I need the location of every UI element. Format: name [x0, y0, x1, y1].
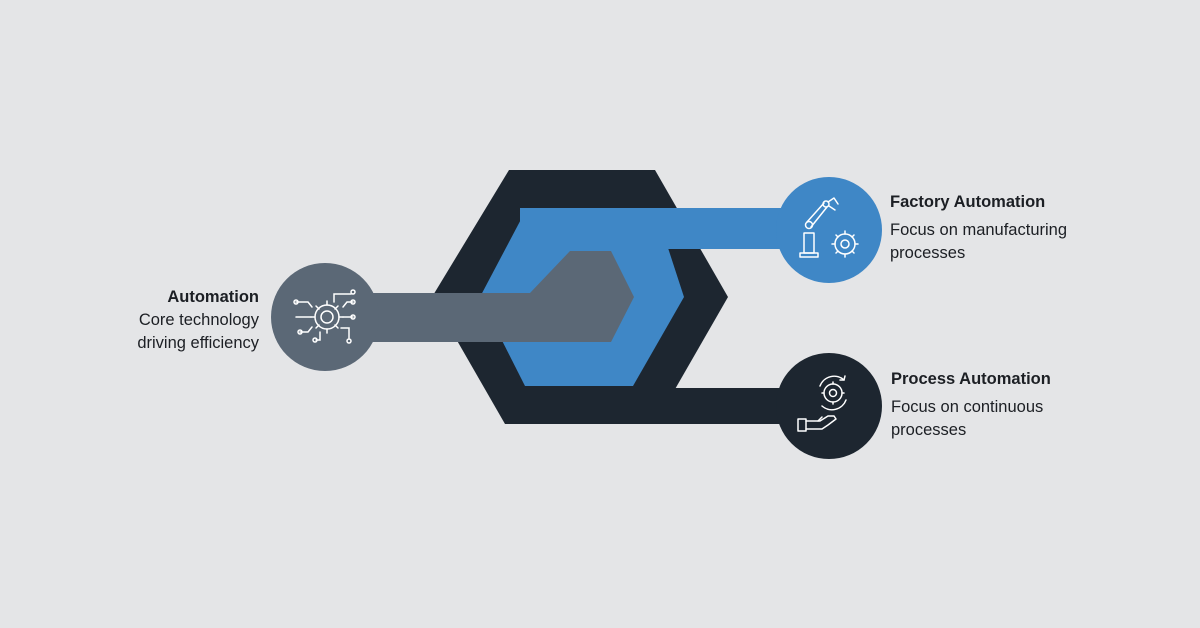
robot-arm-gear-icon — [799, 197, 859, 258]
factory-label: Factory Automation Focus on manufacturin… — [890, 191, 1067, 265]
factory-circle — [776, 177, 882, 283]
core-desc-line2: driving efficiency — [137, 334, 259, 352]
inner-slate-arrow — [530, 251, 634, 342]
factory-desc-line2: processes — [890, 244, 966, 262]
process-desc-line1: Focus on continuous — [891, 398, 1044, 416]
factory-title: Factory Automation — [890, 193, 1046, 211]
core-desc-line1: Core technology — [138, 311, 259, 329]
process-circle — [776, 353, 882, 459]
factory-desc-line1: Focus on manufacturing — [890, 221, 1068, 239]
core-title: Automation — [167, 288, 259, 306]
gear-circuit-icon — [293, 289, 356, 344]
core-circle — [271, 263, 379, 371]
core-label: Automation Core technology driving effic… — [137, 286, 259, 355]
process-label: Process Automation Focus on continuous p… — [891, 368, 1051, 442]
process-title: Process Automation — [891, 370, 1051, 388]
process-desc-line2: processes — [891, 421, 967, 439]
hand-gear-icon — [797, 375, 847, 432]
